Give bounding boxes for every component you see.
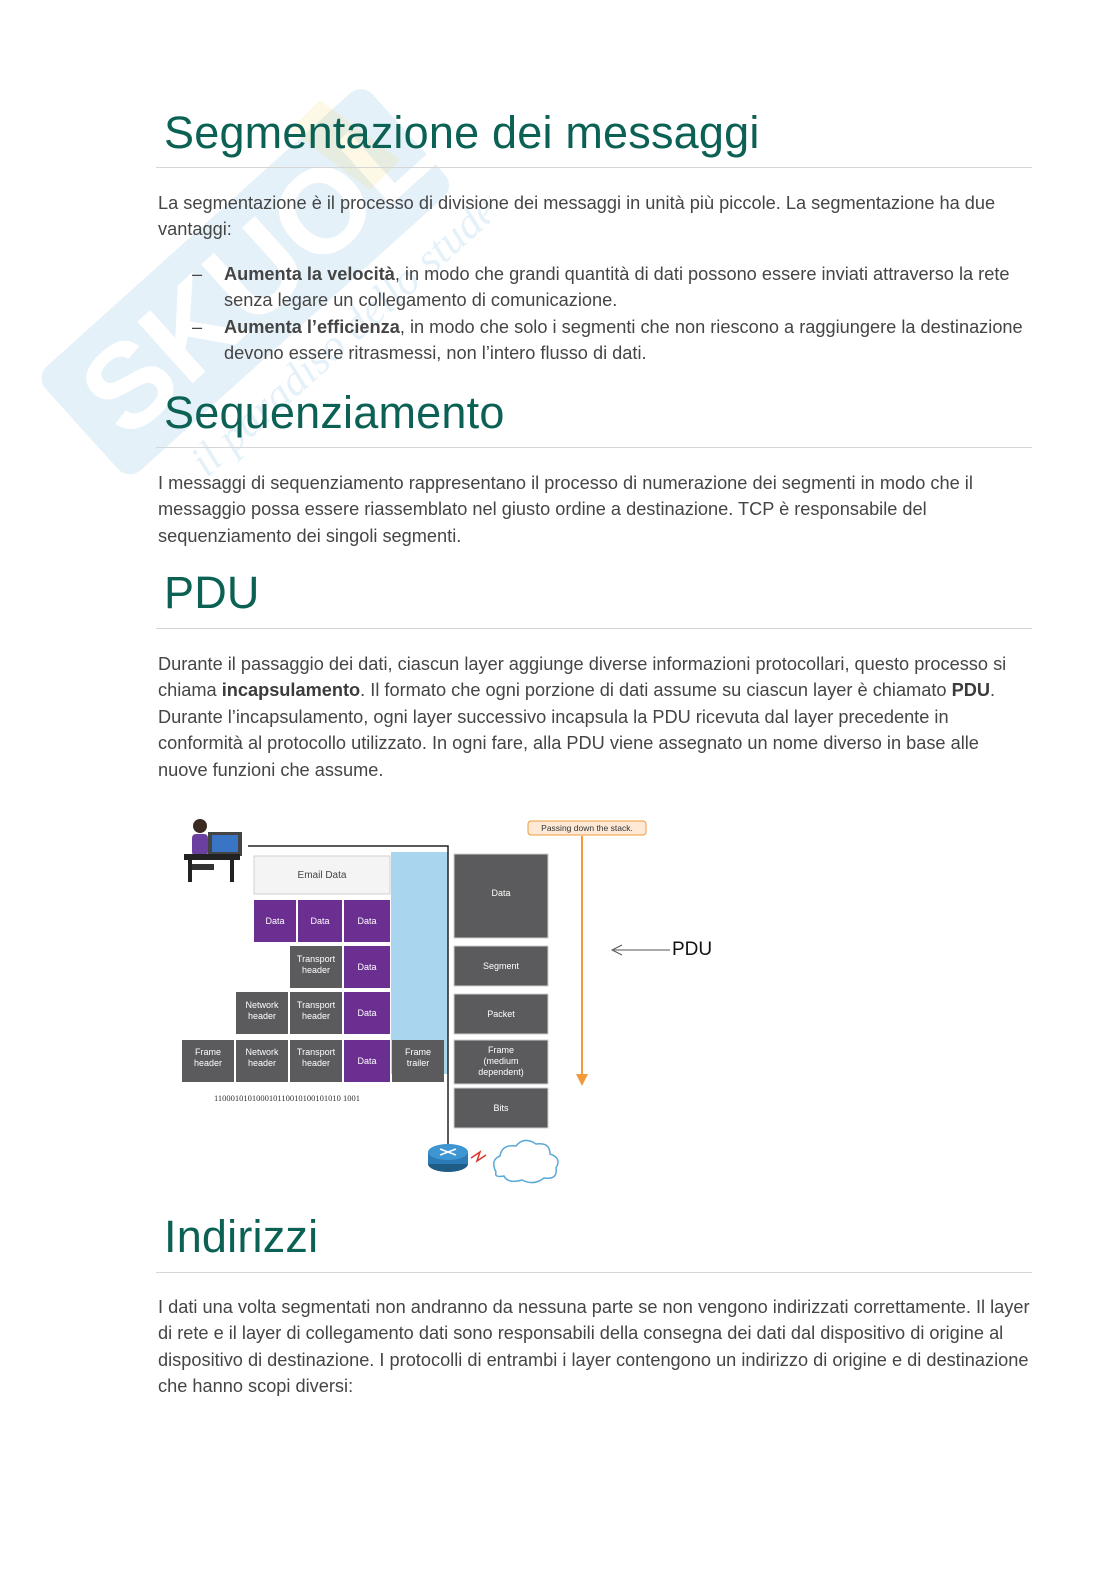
pdu-segment-label: Segment <box>483 961 520 971</box>
data-label: Data <box>310 916 329 926</box>
frame-trailer-label: Frame <box>405 1047 431 1057</box>
data-label: Data <box>357 962 376 972</box>
frame-trailer-block <box>392 1040 444 1082</box>
router-icon <box>428 1144 468 1172</box>
bullet-bold: Aumenta l’efficienza <box>224 317 400 337</box>
stack-arrow-head <box>576 1074 588 1086</box>
frame-header-block <box>182 1040 234 1082</box>
frame-header-label: Frame <box>195 1047 221 1057</box>
network-header-label: Network <box>245 1047 279 1057</box>
link-zigzag <box>470 1150 487 1163</box>
data-label: Data <box>357 1008 376 1018</box>
blue-column <box>391 852 448 1074</box>
dash-bullet: – <box>192 264 203 284</box>
pdu-frame-label: dependent) <box>478 1067 524 1077</box>
heading-rule <box>156 167 1032 168</box>
pdu-frame-label: (medium <box>483 1056 518 1066</box>
transport-header-label: header <box>302 1011 330 1021</box>
cloud-icon <box>493 1139 559 1184</box>
transport-header-block <box>290 946 342 988</box>
data-block <box>254 900 296 942</box>
email-data-label: Email Data <box>298 870 347 881</box>
heading-sequenziamento: Sequenziamento <box>164 387 505 438</box>
pdu-bits-label: Bits <box>493 1103 509 1113</box>
pdu-bits-block <box>453 1087 549 1129</box>
pdu-body: Durante il passaggio dei dati, ciascun l… <box>158 654 1007 780</box>
transport-header-label: header <box>302 1058 330 1068</box>
user-computer-icon <box>184 819 242 882</box>
pdu-frame-label: Frame <box>488 1045 514 1055</box>
sequenziamento-body: I messaggi di sequenziamento rappresenta… <box>158 473 973 546</box>
transport-header-block <box>290 992 342 1034</box>
heading-indirizzi: Indirizzi <box>164 1211 319 1262</box>
data-label: Data <box>265 916 284 926</box>
dash-bullet: – <box>192 317 203 337</box>
segmentazione-intro: La segmentazione è il processo di divisi… <box>158 193 996 240</box>
bullet-text: , in modo che solo i segmenti che non ri… <box>224 317 1023 364</box>
bits-string: 110001010100010110010100101010 1001 <box>214 1093 360 1103</box>
pdu-annotation: PDU <box>672 939 712 960</box>
transport-header-block <box>290 1040 342 1082</box>
network-header-label: Network <box>245 1000 279 1010</box>
data-block <box>344 1040 390 1082</box>
data-block <box>344 900 390 942</box>
stack-label: Passing down the stack. <box>541 823 633 833</box>
pdu-data-block <box>453 853 549 939</box>
frame-header-label: header <box>194 1058 222 1068</box>
bullet-text: , in modo che grandi quantità di dati po… <box>224 264 1010 311</box>
network-header-label: header <box>248 1058 276 1068</box>
data-block <box>344 946 390 988</box>
email-data-block <box>253 855 391 895</box>
network-header-block <box>236 992 288 1034</box>
heading-pdu: PDU <box>164 567 260 618</box>
heading-rule <box>156 1272 1032 1273</box>
network-line <box>248 845 449 1147</box>
pdu-packet-block <box>453 993 549 1035</box>
transport-header-label: Transport <box>297 954 336 964</box>
network-header-label: header <box>248 1011 276 1021</box>
data-label: Data <box>357 916 376 926</box>
bullet-bold: Aumenta la velocità <box>224 264 395 284</box>
network-header-block <box>236 1040 288 1082</box>
data-block <box>344 992 390 1034</box>
encapsulation-diagram: Email Data Data Data Data Transport head… <box>182 819 712 1184</box>
annotation-arrowhead <box>610 944 623 956</box>
pdu-data-label: Data <box>491 888 510 898</box>
transport-header-label: Transport <box>297 1047 336 1057</box>
indirizzi-body: I dati una volta segmentati non andranno… <box>158 1297 1030 1397</box>
heading-segmentazione: Segmentazione dei messaggi <box>164 107 760 158</box>
frame-trailer-label: trailer <box>407 1058 430 1068</box>
transport-header-label: Transport <box>297 1000 336 1010</box>
pdu-packet-label: Packet <box>487 1009 515 1019</box>
heading-rule <box>156 447 1032 448</box>
heading-rule <box>156 628 1032 629</box>
stack-label-box <box>527 820 647 836</box>
pdu-frame-block <box>453 1039 549 1085</box>
data-block <box>298 900 342 942</box>
transport-header-label: header <box>302 965 330 975</box>
pdu-segment-block <box>453 945 549 987</box>
data-label: Data <box>357 1056 376 1066</box>
